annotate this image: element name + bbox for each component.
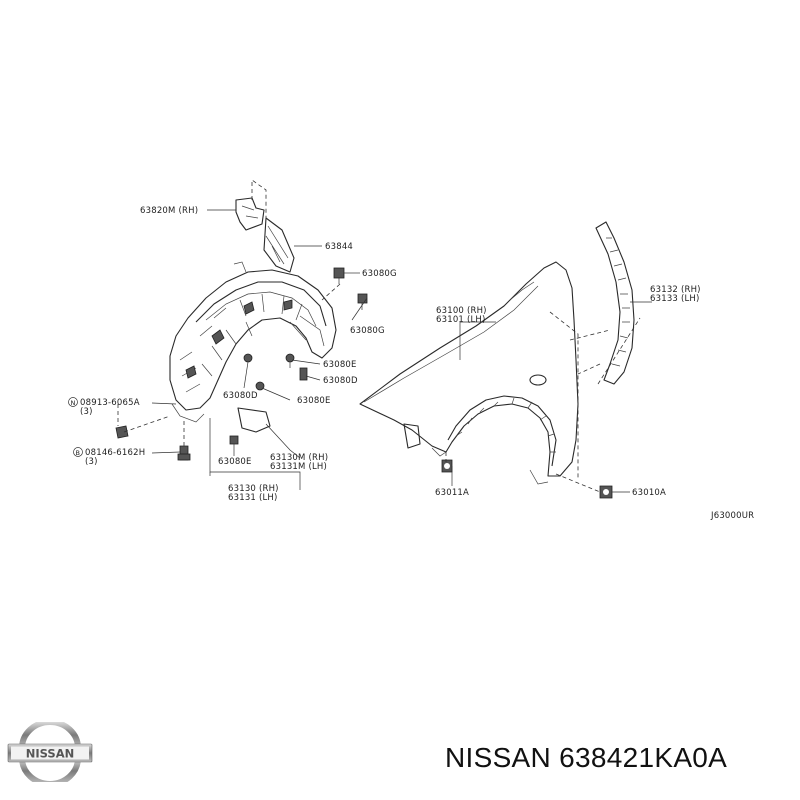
clip-63080e-3 (229, 435, 239, 445)
circle-b-icon (73, 447, 83, 457)
label-63131m: 63131M (LH) (270, 462, 327, 472)
clip-63080e (285, 353, 295, 368)
diagram-code: J63000UR (710, 511, 754, 521)
label-63080e-3: 63080E (218, 457, 252, 467)
clip-63080d-2 (243, 353, 253, 363)
fender-assembly (359, 221, 652, 499)
part-number-footer: NISSAN 638421KA0A (445, 742, 728, 773)
liner-outline (169, 269, 337, 411)
label-63133: 63133 (LH) (650, 294, 700, 304)
nissan-logo-text: NISSAN (26, 747, 74, 761)
label-bolt-b-qty: (3) (85, 457, 98, 467)
bolt-b (177, 445, 191, 461)
bracket-63820m (235, 197, 265, 231)
label-bolt-n-number: 08913-6065A (80, 398, 140, 408)
fender-panel (359, 261, 579, 477)
fender-seal-63132 (595, 221, 635, 385)
label-63080d-1: 63080D (323, 376, 358, 386)
label-63080e-2: 63080E (297, 396, 331, 406)
clip-63080g-top (333, 267, 345, 284)
label-63820m: 63820M (RH) (140, 206, 198, 216)
bolt-63010a (599, 485, 613, 499)
label-63130m: 63130M (RH) (270, 453, 328, 463)
bolt-63011a (441, 459, 453, 473)
nissan-logo: NISSAN (7, 722, 93, 782)
label-63080g-mid: 63080G (350, 326, 385, 336)
label-63844: 63844 (325, 242, 353, 252)
label-63080d-2: 63080D (223, 391, 258, 401)
label-63011a: 63011A (435, 488, 469, 498)
circle-n-letter: N (71, 399, 76, 407)
label-63080e-1: 63080E (323, 360, 357, 370)
label-63131: 63131 (LH) (228, 493, 278, 503)
bracket-63130m (237, 407, 271, 433)
circle-n-icon (68, 397, 78, 407)
label-bolt-n-qty: (3) (80, 407, 93, 417)
clip-63080e-2 (255, 381, 265, 391)
label-63101: 63101 (LH) (436, 315, 486, 325)
bolt-n (115, 425, 129, 439)
seal-63844 (263, 217, 295, 273)
label-63010a: 63010A (632, 488, 666, 498)
fender-protector-assembly (115, 179, 368, 490)
label-63100: 63100 (RH) (436, 306, 487, 316)
label-bolt-b-number: 08146-6162H (85, 448, 145, 458)
clip-63080d (299, 367, 308, 381)
circle-b-letter: B (76, 449, 81, 457)
label-63132: 63132 (RH) (650, 285, 701, 295)
label-63130: 63130 (RH) (228, 484, 279, 494)
clip-63080g-mid (357, 293, 368, 310)
callout-labels: 63820M (RH) 63844 63080G 63080G 63080E 6… (68, 206, 754, 521)
fender-side-light-hole (529, 374, 547, 386)
label-63080g-top: 63080G (362, 269, 397, 279)
